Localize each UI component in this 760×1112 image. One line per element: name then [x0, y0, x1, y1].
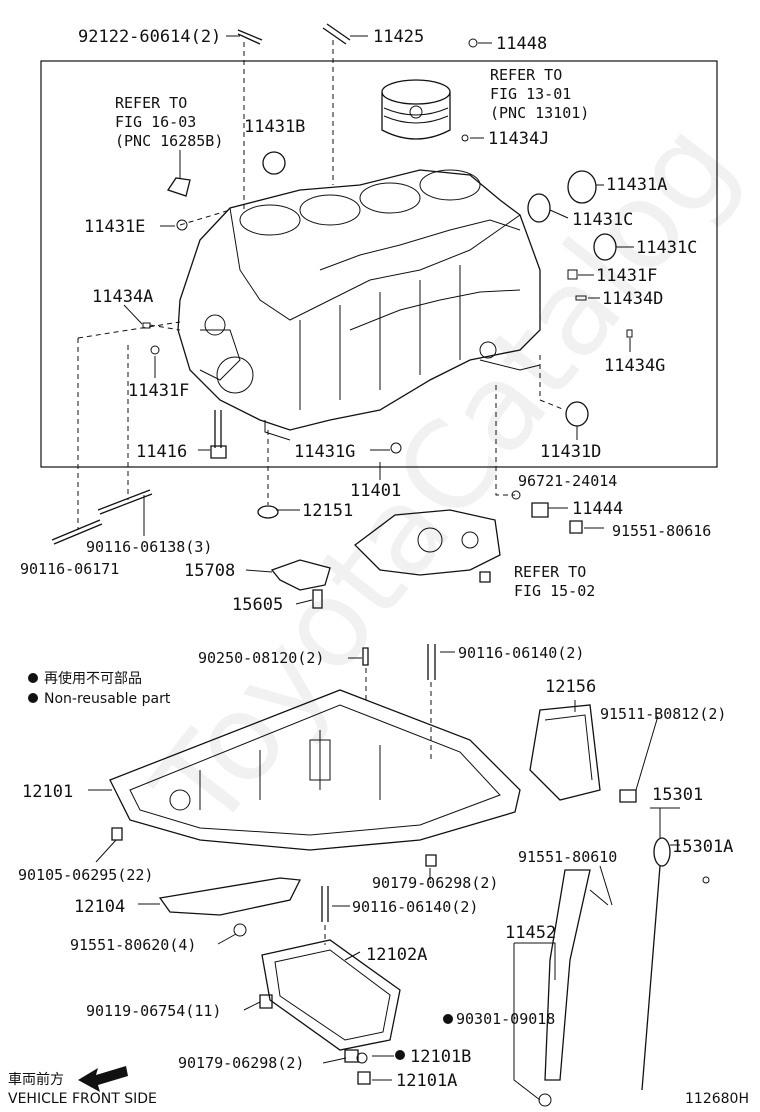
leader-lines — [88, 35, 680, 1101]
oil-pan-upper-drawing — [109, 689, 521, 851]
label-15301: 15301 — [652, 785, 703, 805]
label-90179-06298-top: 90179-06298(2) — [372, 874, 498, 892]
label-91551-80616: 91551-80616 — [612, 522, 711, 540]
label-15708: 15708 — [184, 561, 235, 581]
diagram-id: 112680H — [685, 1091, 749, 1107]
oil-pump-assembly — [354, 502, 583, 583]
label-11431G: 11431G — [294, 442, 355, 462]
oil-pan-lower-drawing — [261, 939, 401, 1085]
label-90179-06298-bottom: 90179-06298(2) — [178, 1054, 304, 1072]
label-11431A: 11431A — [606, 175, 667, 195]
refer-fig13-line3: (PNC 13101) — [490, 104, 589, 122]
label-91551-80620: 91551-80620(4) — [70, 936, 196, 954]
label-11434D: 11434D — [602, 289, 663, 309]
label-91511-B0812: 91511-B0812(2) — [600, 705, 726, 723]
label-15605: 15605 — [232, 595, 283, 615]
label-11431C-lower: 11431C — [636, 238, 697, 258]
label-11431B: 11431B — [244, 117, 305, 137]
label-12156: 12156 — [545, 677, 596, 697]
refer-fig16-line3: (PNC 16285B) — [115, 132, 223, 150]
refer-fig13-line1: REFER TO — [490, 66, 562, 84]
vehicle-front-en: VEHICLE FRONT SIDE — [8, 1091, 157, 1107]
label-11434G: 11434G — [604, 356, 665, 376]
part-labels: 92122-60614(2) 11425 11448 REFER TO FIG … — [8, 27, 749, 1107]
label-11401: 11401 — [350, 481, 401, 501]
refer-fig16-line2: FIG 16-03 — [115, 113, 196, 131]
label-91551-80610: 91551-80610 — [518, 848, 617, 866]
refer-fig13-line2: FIG 13-01 — [490, 85, 571, 103]
label-96721-24014: 96721-24014 — [518, 472, 617, 490]
refer-fig15-line2: FIG 15-02 — [514, 582, 595, 600]
label-12104: 12104 — [74, 897, 125, 917]
cylinder-block-drawing — [177, 169, 541, 441]
baffle-plate-12156 — [529, 704, 601, 801]
label-11431E: 11431E — [84, 217, 145, 237]
label-11431F-left: 11431F — [128, 381, 189, 401]
vehicle-front-arrow — [78, 1066, 128, 1092]
legend-non-reusable-jp: 再使用不可部品 — [44, 670, 142, 687]
svg-text:ToyotaCatalog: ToyotaCatalog — [127, 98, 760, 856]
oil-jet-parts — [257, 505, 331, 609]
label-12101B: 12101B — [410, 1047, 471, 1067]
label-90116-06138: 90116-06138(3) — [86, 538, 212, 556]
label-12101: 12101 — [22, 782, 73, 802]
small-fasteners — [142, 38, 633, 500]
guide-lines — [77, 40, 566, 945]
label-90105-06295: 90105-06295(22) — [18, 866, 153, 884]
non-reusable-markers — [28, 673, 453, 1060]
label-90116-06171: 90116-06171 — [20, 560, 119, 578]
label-15301A: 15301A — [672, 837, 733, 857]
label-92122-60614: 92122-60614(2) — [78, 27, 221, 47]
label-12102A: 12102A — [366, 945, 427, 965]
piston-drawing — [381, 79, 451, 140]
refer-fig15-line1: REFER TO — [514, 563, 586, 581]
label-11448: 11448 — [496, 34, 547, 54]
label-90116-06140-top: 90116-06140(2) — [458, 644, 584, 662]
label-90119-06754: 90119-06754(11) — [86, 1002, 221, 1020]
label-11434J: 11434J — [488, 129, 549, 149]
label-11425: 11425 — [373, 27, 424, 47]
legend-non-reusable-en: Non-reusable part — [44, 691, 171, 707]
vehicle-front-jp: 車両前方 — [8, 1071, 64, 1088]
engine-block-frame — [40, 60, 718, 468]
label-11416: 11416 — [136, 442, 187, 462]
label-90116-06140-bottom: 90116-06140(2) — [352, 898, 478, 916]
label-11431D: 11431D — [540, 442, 601, 462]
refer-fig16-line1: REFER TO — [115, 94, 187, 112]
label-12101A: 12101A — [396, 1071, 457, 1091]
oil-strainer-11452 — [538, 869, 609, 1107]
label-11452: 11452 — [505, 923, 556, 943]
label-90250-08120: 90250-08120(2) — [198, 649, 324, 667]
label-12151: 12151 — [302, 501, 353, 521]
label-11431C-upper: 11431C — [572, 210, 633, 230]
dipstick-15301 — [641, 837, 710, 1091]
label-90301-09018: 90301-09018 — [456, 1010, 555, 1028]
label-11434A: 11434A — [92, 287, 153, 307]
label-11431F-right: 11431F — [596, 266, 657, 286]
studs-and-bolts — [51, 23, 436, 922]
watermark: ToyotaCatalog — [127, 98, 760, 856]
misc-bolts-lower — [111, 789, 637, 1009]
label-11444: 11444 — [572, 499, 623, 519]
stiffener-12104 — [158, 877, 302, 937]
